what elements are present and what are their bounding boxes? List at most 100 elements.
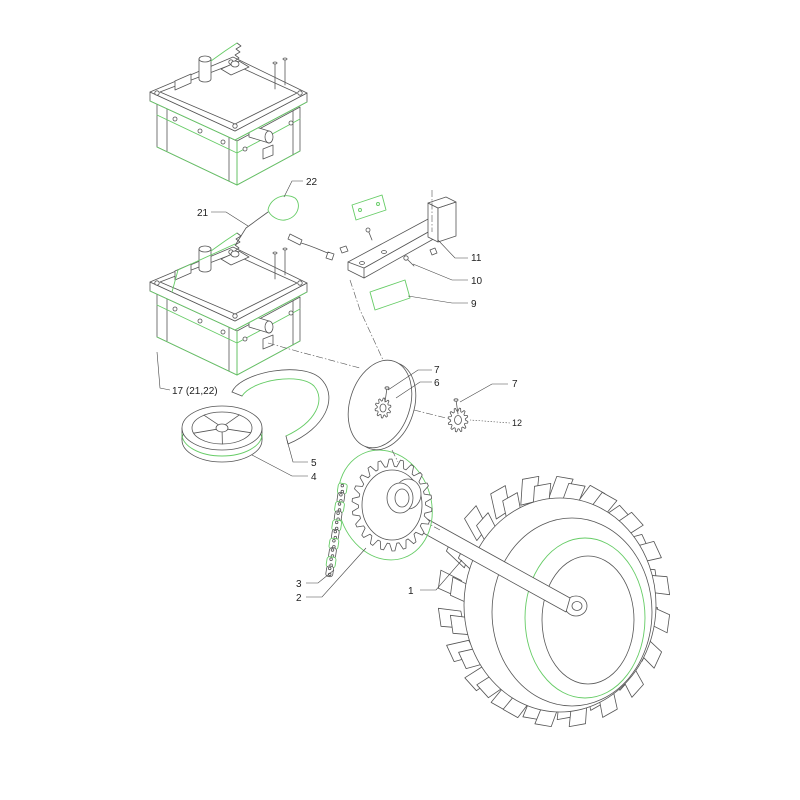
mounting-bracket: [339, 194, 457, 311]
small-gear: [447, 398, 469, 433]
label-gearbox: 17 (21,22): [172, 386, 218, 397]
leader-12: [469, 419, 511, 424]
lower-plate-9: [369, 279, 411, 311]
belt-end: [231, 391, 243, 397]
pulley-spokes: [193, 414, 252, 445]
pulley-groove: [181, 433, 263, 457]
wheel-rim-inner: [541, 555, 635, 685]
label-wheel: 1: [408, 586, 414, 597]
bracket-bolt: [339, 245, 349, 254]
wheel-hub-hole: [571, 601, 583, 611]
label-gear: 12: [512, 418, 522, 428]
belt-inner-edge: [241, 378, 320, 437]
leader-4: [251, 454, 308, 477]
chain-pin: [328, 566, 332, 571]
chain-pin: [336, 511, 340, 515]
alignment-lines: [267, 190, 447, 463]
label-cable: 21: [197, 208, 209, 219]
gearbox-lower-assembly: [149, 195, 335, 376]
bracket-screw-head: [365, 227, 371, 233]
leader-6: [395, 381, 432, 399]
disc-pin: [384, 387, 388, 403]
drive-chain: [325, 482, 348, 578]
label-pulley: 4: [311, 472, 317, 483]
chain-pin: [333, 529, 337, 534]
disc-gear-hole: [379, 403, 387, 413]
leader-21: [211, 211, 249, 227]
label-disc: 6: [434, 378, 440, 389]
bracket-block-top: [427, 196, 457, 209]
bracket-block-side: [427, 202, 439, 243]
upper-cover-plate: [351, 194, 387, 221]
label-pin-disc: 7: [434, 365, 440, 376]
leader-22: [283, 180, 303, 198]
sprocket-outline: [337, 449, 433, 561]
plate-hole: [358, 208, 362, 212]
chain-pin: [329, 557, 333, 561]
small-gear-teeth: [447, 407, 469, 433]
cable-plug: [325, 251, 335, 261]
clutch-disc: [347, 359, 417, 451]
pulley-spoke: [193, 428, 217, 434]
pulley-spoke: [225, 414, 240, 426]
nut: [429, 247, 438, 256]
pulley: [181, 405, 263, 463]
wheel-rim: [524, 537, 646, 699]
leader-7-disc: [387, 369, 432, 391]
leader-10: [412, 263, 468, 281]
chain-link: [325, 565, 335, 578]
bolt-10-head: [403, 255, 409, 261]
chain-pin: [340, 483, 344, 488]
sprocket-boss: [386, 482, 414, 514]
chain-pin: [330, 548, 335, 552]
leader-11: [437, 239, 468, 259]
sprocket: [337, 449, 433, 561]
gearbox-upper: [149, 42, 308, 186]
leader-lines: [156, 180, 511, 598]
small-gear-pin: [455, 399, 459, 415]
chain-pin: [337, 502, 342, 506]
small-gear-pin-head: [453, 398, 459, 402]
pulley-spoke: [227, 428, 252, 434]
label-chain: 3: [296, 579, 302, 590]
bracket-to-disc-line: [349, 279, 384, 361]
leader-1: [420, 559, 463, 591]
sprocket-root-circle: [361, 469, 423, 541]
gearbox-lower: [149, 232, 308, 376]
sprocket-bore: [394, 488, 410, 508]
shaft-to-disc-line: [267, 342, 361, 369]
leader-9: [407, 295, 468, 304]
disc-to-gear-line: [413, 409, 447, 419]
label-pin-gear: 7: [512, 379, 518, 390]
leader-7-gear: [459, 383, 508, 403]
chain-pin: [335, 520, 339, 525]
part-labels: 22 21 11 10 9 17 (21,22) 5 4 7 6 7 12 3 …: [172, 177, 522, 604]
label-bolt: 10: [471, 276, 483, 287]
label-knob: 22: [306, 177, 318, 188]
bracket-hole: [359, 261, 365, 265]
label-sprocket: 2: [296, 593, 302, 604]
label-bracket: 11: [471, 253, 482, 264]
cable-connector: [287, 233, 303, 246]
leader-2: [306, 547, 367, 598]
control-cable: [235, 211, 269, 245]
plate-hole: [376, 202, 380, 206]
cable-end: [300, 242, 331, 255]
disc-gear: [374, 397, 392, 419]
bracket-hole: [381, 250, 387, 254]
pulley-hub: [215, 423, 229, 433]
tire-sidewall: [491, 517, 653, 707]
small-gear-hole: [454, 415, 462, 425]
belt-outer-edge: [231, 369, 330, 445]
gearbox-control-rod: [171, 243, 236, 293]
control-knob: [267, 195, 299, 221]
disc-pin-head: [384, 386, 390, 390]
disc-to-sprocket-line: [391, 449, 399, 463]
bracket-end: [347, 261, 365, 279]
label-belt: 5: [311, 458, 317, 469]
leader-3: [306, 569, 335, 584]
pulley-spoke: [203, 414, 219, 426]
leader-5: [286, 439, 308, 463]
leader-17: [156, 351, 171, 391]
